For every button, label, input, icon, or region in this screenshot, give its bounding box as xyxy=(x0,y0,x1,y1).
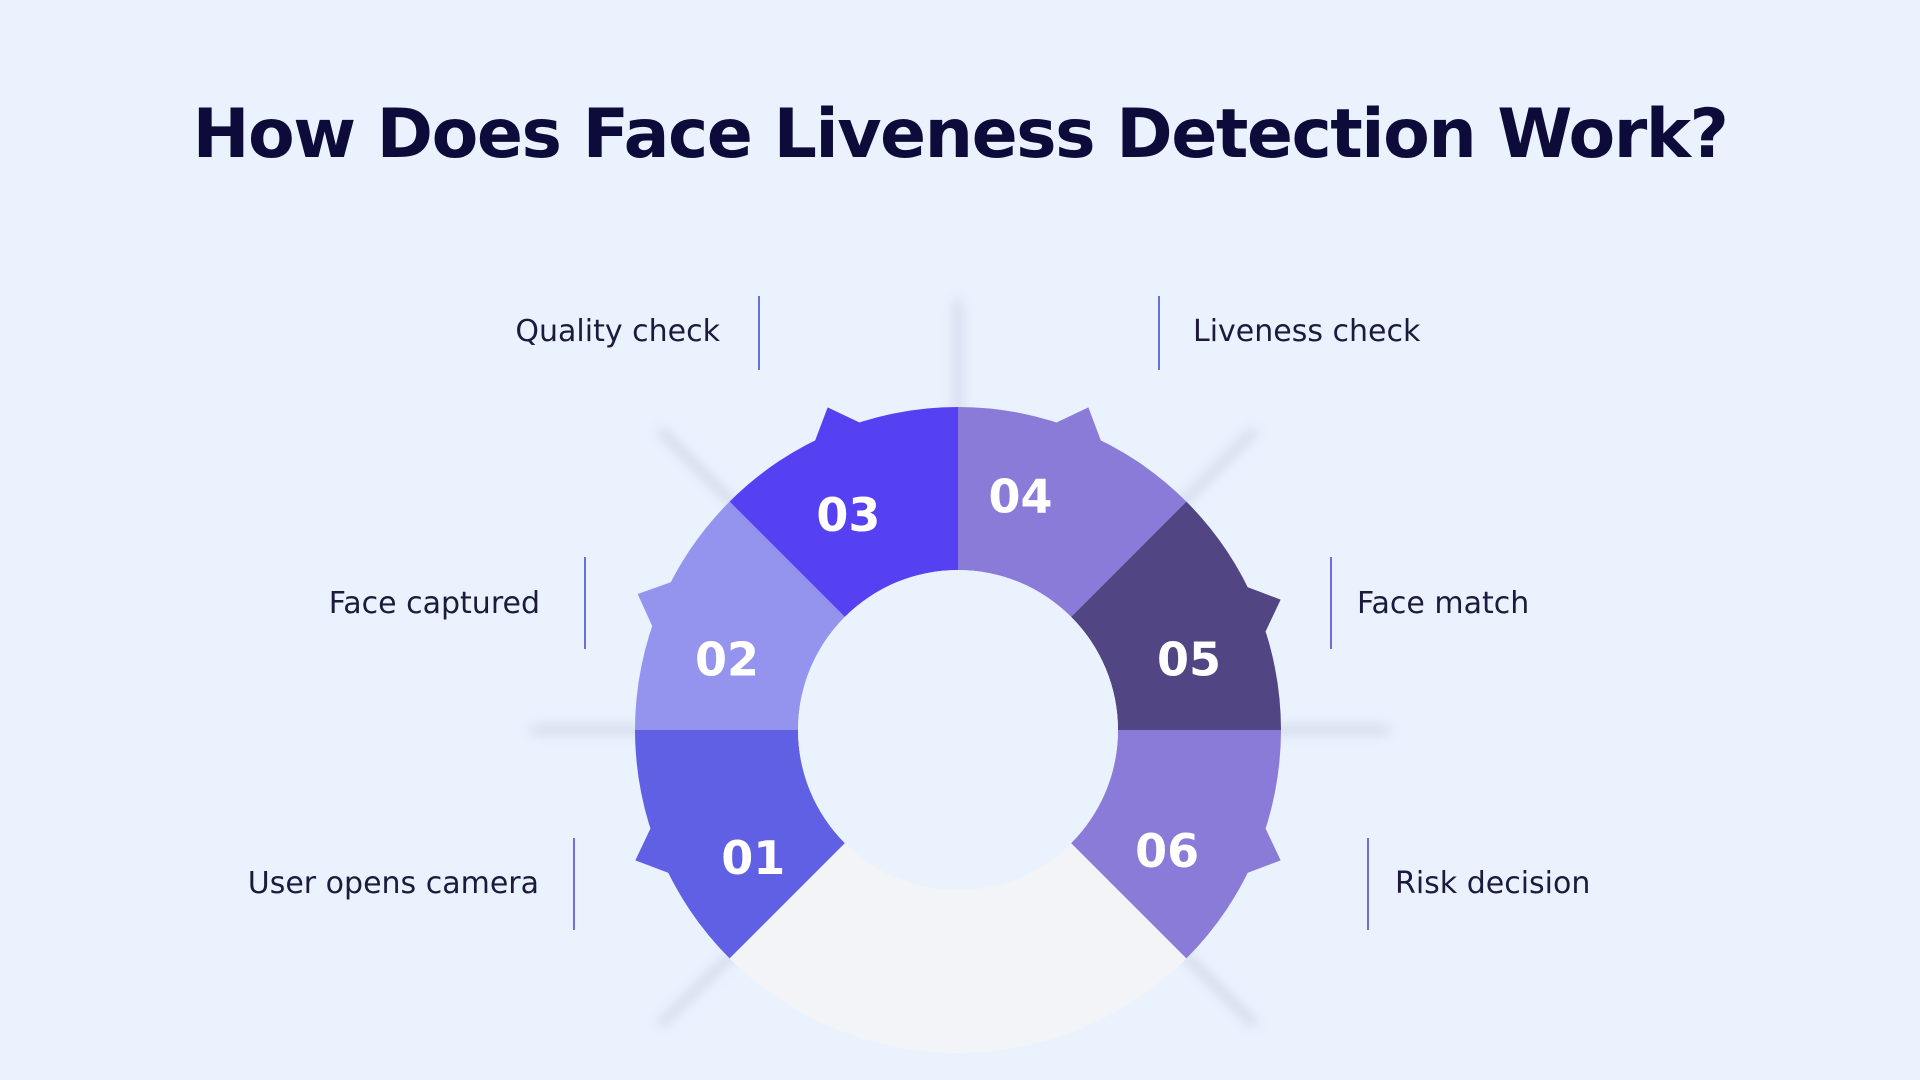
segment-number-04: 04 xyxy=(988,470,1052,524)
segment-number-01: 01 xyxy=(721,831,785,885)
segment-06 xyxy=(1071,730,1281,959)
step-divider-06 xyxy=(1367,838,1369,930)
segment-numbers: 01 02 03 04 05 06 xyxy=(695,470,1221,885)
segment-number-02: 02 xyxy=(695,632,759,686)
step-label-01: User opens camera xyxy=(247,866,539,901)
segment-number-05: 05 xyxy=(1157,632,1221,686)
step-divider-03 xyxy=(758,296,760,370)
segment-04 xyxy=(958,407,1187,617)
segment-number-06: 06 xyxy=(1135,824,1199,878)
segment-tab-01 xyxy=(635,823,674,875)
wheel-segments xyxy=(635,407,1281,1053)
step-label-06: Risk decision xyxy=(1395,866,1591,901)
segment-tab-03 xyxy=(813,407,865,446)
segment-tab-04 xyxy=(1051,407,1103,446)
page-title: How Does Face Liveness Detection Work? xyxy=(192,95,1729,174)
segment-01 xyxy=(635,730,845,959)
empty-segment xyxy=(729,843,1187,1053)
step-label-03: Quality check xyxy=(515,314,720,349)
segment-number-03: 03 xyxy=(816,488,880,542)
step-label-05: Face match xyxy=(1357,586,1530,621)
segment-tab-02 xyxy=(637,580,677,632)
step-divider-05 xyxy=(1330,557,1332,649)
segment-tab-06 xyxy=(1242,823,1281,875)
segment-02 xyxy=(635,501,845,730)
center-hole xyxy=(798,570,1118,890)
step-label-04: Liveness check xyxy=(1193,314,1421,349)
segment-tab-05 xyxy=(1242,585,1281,637)
step-label-02: Face captured xyxy=(328,586,540,621)
segment-05 xyxy=(1071,501,1281,730)
segment-03 xyxy=(729,407,958,617)
step-divider-02 xyxy=(584,557,586,649)
step-divider-01 xyxy=(573,838,575,930)
step-divider-04 xyxy=(1158,296,1160,370)
